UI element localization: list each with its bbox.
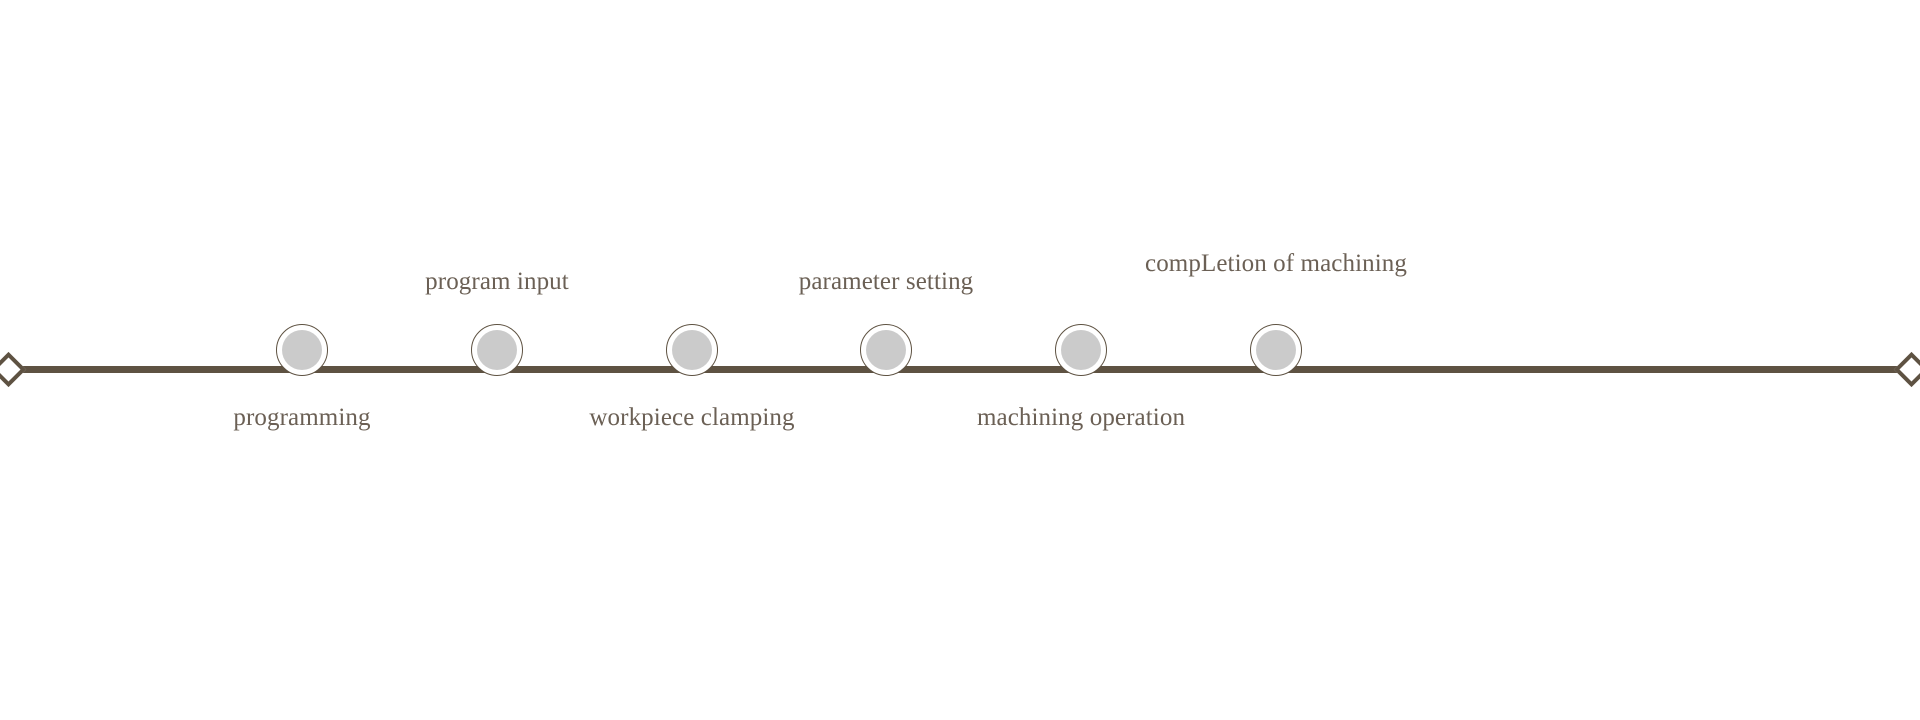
timeline-label-1: programming (233, 404, 371, 431)
timeline-node-4[interactable] (860, 324, 912, 376)
timeline-node-core-2 (477, 330, 517, 370)
timeline-node-3[interactable] (666, 324, 718, 376)
timeline-end-diamond-icon (1893, 351, 1920, 388)
timeline-label-3: workpiece clamping (589, 404, 795, 431)
timeline-node-1[interactable] (276, 324, 328, 376)
timeline-label-4: parameter setting (798, 268, 974, 295)
timeline-start-diamond-icon (0, 351, 27, 388)
timeline-node-core-4 (866, 330, 906, 370)
timeline-label-6: compLetion of machining (1145, 250, 1407, 277)
timeline-label-2: program input (425, 268, 569, 295)
timeline-node-core-5 (1061, 330, 1101, 370)
timeline-node-core-6 (1256, 330, 1296, 370)
timeline-node-core-1 (282, 330, 322, 370)
timeline-node-core-3 (672, 330, 712, 370)
timeline-axis-line (8, 366, 1912, 373)
timeline-node-5[interactable] (1055, 324, 1107, 376)
timeline-node-6[interactable] (1250, 324, 1302, 376)
timeline-node-2[interactable] (471, 324, 523, 376)
timeline-label-5: machining operation (976, 404, 1186, 431)
